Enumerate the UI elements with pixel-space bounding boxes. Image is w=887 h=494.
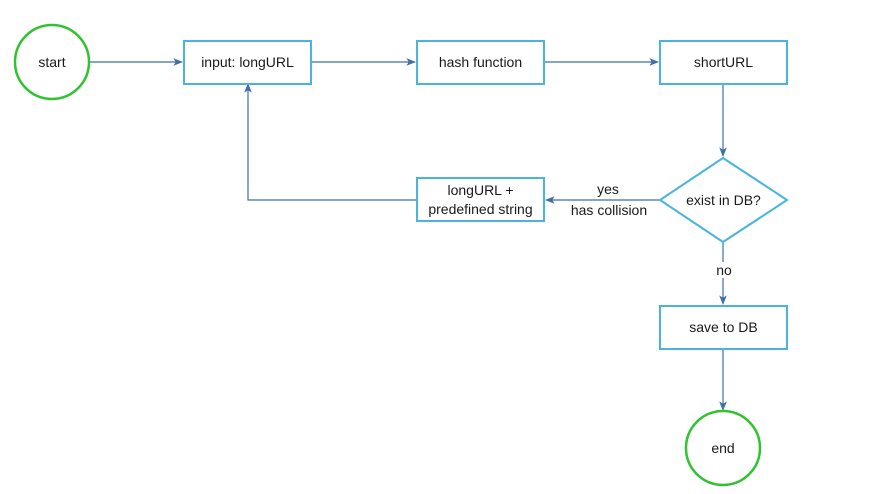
node-shorturl: shortURL: [659, 40, 788, 85]
edge-concat-to-input: [244, 83, 417, 201]
longurl-plus-string-box: [416, 177, 545, 222]
save-to-db-box: [659, 305, 788, 350]
node-longurl-plus-string: longURL + predefined string: [416, 177, 545, 222]
node-input-longurl: input: longURL: [183, 40, 312, 85]
node-start: start: [13, 23, 91, 101]
exist-in-db-label: exist in DB?: [686, 192, 761, 208]
input-longurl-label: input: longURL: [201, 54, 294, 70]
edge-label-has-collision: has collision: [571, 202, 647, 218]
end-terminal-shape: [684, 409, 762, 487]
hash-function-label: hash function: [439, 54, 522, 70]
node-end: end: [684, 409, 762, 487]
longurl-plus-string-line2: predefined string: [428, 201, 532, 217]
start-label: start: [38, 54, 65, 70]
node-save-to-db: save to DB: [659, 305, 788, 350]
edge-label-yes: yes: [597, 181, 619, 197]
longurl-plus-string-line1: longURL +: [447, 182, 513, 198]
shorturl-box: [659, 40, 788, 85]
end-label: end: [711, 440, 734, 456]
edge-label-collision-bg: [566, 201, 652, 219]
shorturl-label: shortURL: [694, 54, 753, 70]
hash-function-box: [416, 40, 545, 85]
start-terminal-shape: [13, 23, 91, 101]
edge-label-no: no: [716, 262, 732, 278]
input-longurl-box: [183, 40, 312, 85]
node-exist-in-db: exist in DB?: [658, 156, 789, 244]
exist-in-db-diamond: [658, 156, 789, 244]
node-hash-function: hash function: [416, 40, 545, 85]
edge-label-no-bg: [712, 262, 736, 278]
save-to-db-label: save to DB: [689, 319, 757, 335]
